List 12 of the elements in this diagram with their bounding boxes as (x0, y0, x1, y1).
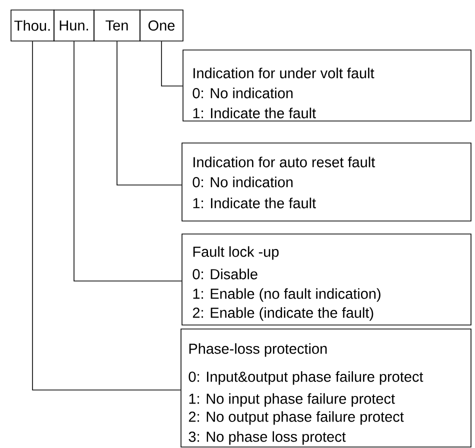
option-box: Phase-loss protection 0: Input&output phase failure protect 1: No input phase failure protect 2: No output phase failure protect 3: No phase loss protect (180, 328, 472, 448)
option-box: Fault lock -up 0: Disable 1: Enable (no fault indication) 2: Enable (indicate the fault) (182, 234, 472, 326)
option-box: Indication for under volt fault 0: No indication 1: Indicate the fault (182, 50, 472, 122)
connector-line (161, 41, 183, 86)
connector-line (116, 41, 182, 186)
connector-line (32, 41, 181, 390)
digit-cell: Thou. (10, 10, 54, 42)
connector-line (74, 41, 182, 282)
option-box: Indication for auto reset fault 0: No indication 1: Indicate the fault (182, 142, 472, 222)
digit-cell: Hun. (54, 10, 94, 42)
digit-cell: Ten (94, 10, 140, 42)
digit-cell: One (140, 10, 184, 42)
